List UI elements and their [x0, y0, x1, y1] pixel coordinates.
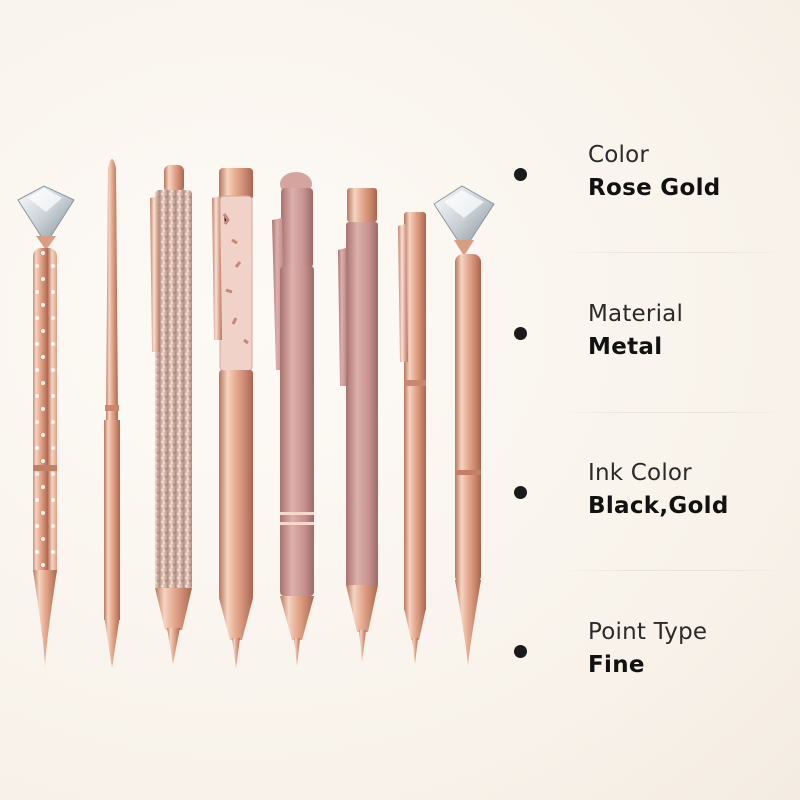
- spec-value-material: Metal: [588, 334, 663, 360]
- divider: [560, 252, 790, 253]
- spec-color: Color Rose Gold: [500, 140, 800, 250]
- specs-panel: Color Rose Gold Material Metal Ink Color…: [500, 0, 800, 800]
- spec-label-point-type: Point Type: [588, 619, 708, 645]
- spec-point-type: Point Type Fine: [500, 617, 800, 727]
- pen-diamond-plain: [433, 185, 495, 666]
- bullet-icon: [514, 168, 527, 181]
- bullet-icon: [514, 486, 527, 499]
- spec-value-ink-color: Black,Gold: [588, 493, 729, 519]
- pens-illustration: [17, 159, 495, 668]
- spec-value-color: Rose Gold: [588, 175, 721, 201]
- pen-matte-stylus: [272, 172, 314, 666]
- spec-label-ink-color: Ink Color: [588, 460, 692, 486]
- spec-material: Material Metal: [500, 299, 800, 409]
- divider: [560, 412, 790, 413]
- bullet-icon: [514, 327, 527, 340]
- pen-matte-clip: [338, 188, 378, 662]
- spec-value-point-type: Fine: [588, 652, 645, 678]
- spec-label-color: Color: [588, 142, 650, 168]
- pen-glitter: [150, 165, 192, 664]
- bullet-icon: [514, 645, 527, 658]
- divider: [560, 570, 790, 571]
- pen-floating-flakes: [212, 168, 253, 668]
- pen-diamond-dotted: [17, 185, 75, 668]
- pen-slim-stick: [104, 159, 120, 668]
- pen-slim-clip: [398, 212, 426, 664]
- spec-label-material: Material: [588, 301, 684, 327]
- spec-ink-color: Ink Color Black,Gold: [500, 458, 800, 568]
